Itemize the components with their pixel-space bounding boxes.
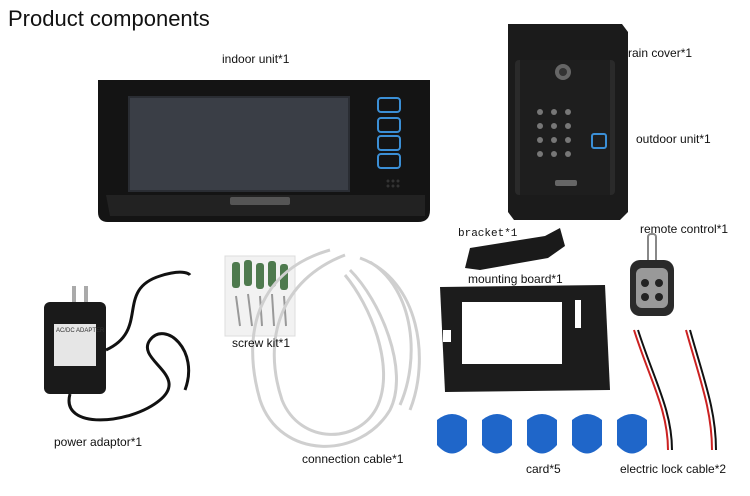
label-indoor-unit: indoor unit*1	[222, 52, 290, 66]
label-mounting-board: mounting board*1	[468, 272, 563, 286]
indoor-unit-image	[98, 80, 430, 222]
label-power-adaptor: power adaptor*1	[54, 435, 143, 449]
screw-kit-image	[224, 255, 296, 337]
page-title: Product components	[8, 6, 210, 31]
label-remote-control: remote control*1	[640, 222, 729, 236]
outdoor-unit-image	[508, 24, 628, 220]
label-connection-cable: connection cable*1	[302, 452, 404, 466]
remote-control-image	[630, 233, 674, 316]
label-outdoor-unit: outdoor unit*1	[636, 132, 711, 146]
electric-lock-cable-image	[633, 329, 717, 451]
cards-image	[437, 414, 647, 454]
power-adaptor-image	[44, 270, 192, 422]
label-screw-kit: screw kit*1	[232, 336, 291, 350]
label-card: card*5	[526, 462, 561, 476]
adapter-label-text: AC/DC ADAPTER	[56, 328, 105, 334]
label-bracket: bracket*1	[458, 228, 518, 240]
label-electric-lock-cable: electric lock cable*2	[620, 462, 727, 476]
mounting-board-image	[440, 285, 610, 392]
connection-cable-image	[251, 248, 421, 448]
bracket-image	[465, 228, 565, 270]
label-rain-cover: rain cover*1	[628, 46, 693, 60]
